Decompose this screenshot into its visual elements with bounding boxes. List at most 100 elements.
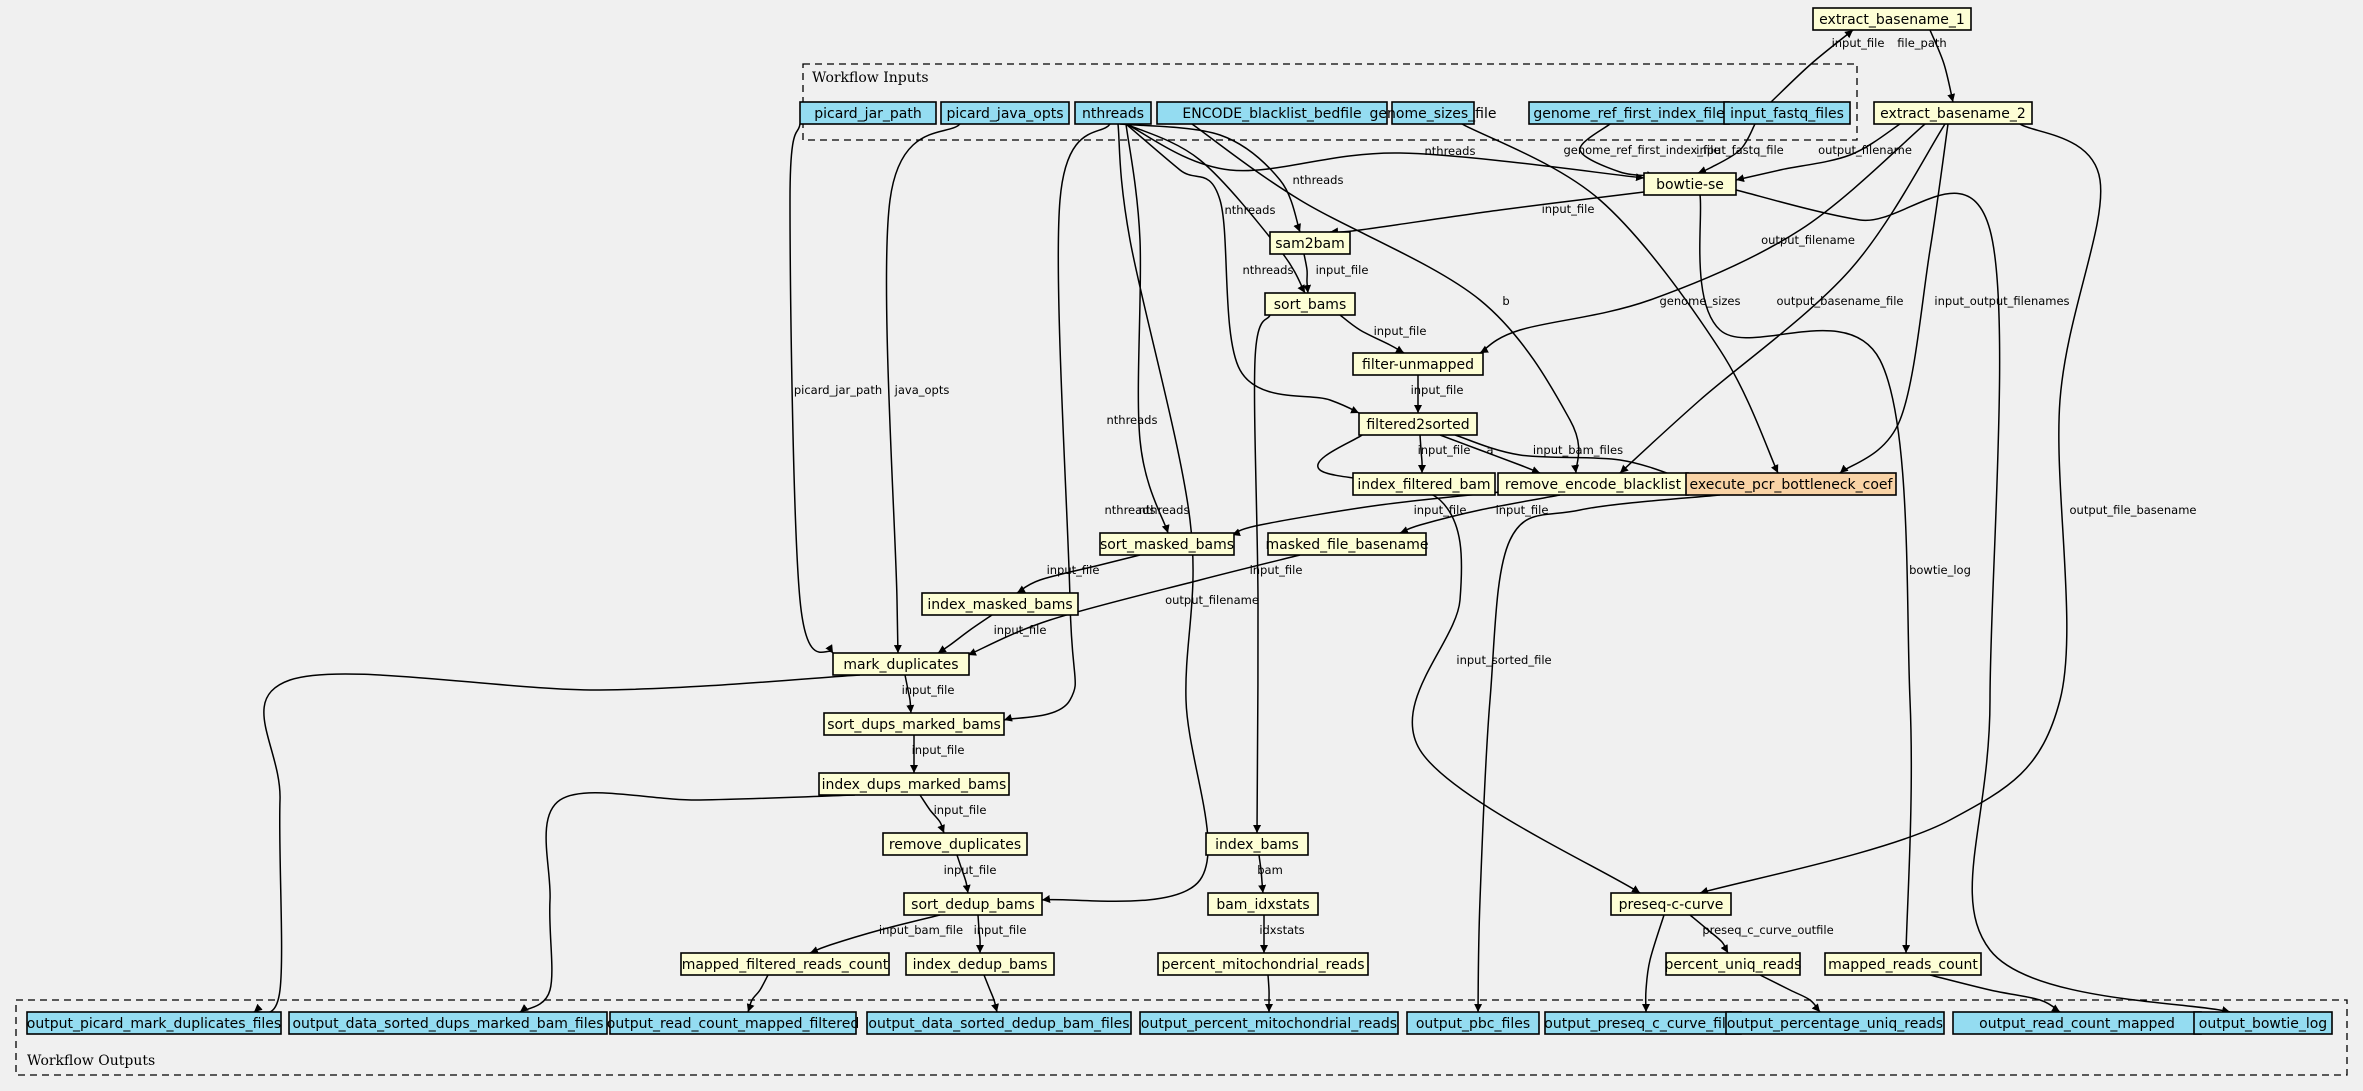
node-filter-unmapped[interactable]: filter-unmapped [1352, 352, 1484, 376]
node-extract-basename-2[interactable]: extract_basename_2 [1873, 101, 2033, 125]
node-box[interactable] [1157, 952, 1369, 976]
node-box[interactable] [903, 892, 1043, 916]
node-box[interactable] [2193, 1011, 2333, 1035]
node-box[interactable] [921, 592, 1079, 616]
edge-label: input_file [1496, 503, 1549, 517]
node-label: sort_dups_marked_bams [827, 717, 1001, 733]
node-box[interactable] [1610, 892, 1732, 916]
node-mark-duplicates[interactable]: mark_duplicates [832, 652, 970, 676]
edge-percent_uniq_reads-to-output_percentage_uniq_reads [1759, 974, 1821, 1013]
node-box[interactable] [609, 1011, 857, 1035]
edge-label: picard_jar_path [794, 383, 882, 397]
node-output-picard-mark-duplicates-files[interactable]: output_picard_mark_duplicates_files [26, 1011, 282, 1035]
node-execute-pcr-bottleneck-coef[interactable]: execute_pcr_bottleneck_coef [1685, 472, 1897, 496]
node-box[interactable] [905, 952, 1055, 976]
node-bowtie-se[interactable]: bowtie-se [1643, 172, 1737, 196]
node-index-masked-bams[interactable]: index_masked_bams [921, 592, 1079, 616]
node-box[interactable] [1665, 952, 1801, 976]
node-box[interactable] [1358, 412, 1478, 436]
node-label: picard_java_opts [946, 106, 1063, 122]
node-output-read-count-mapped[interactable]: output_read_count_mapped [1952, 1011, 2202, 1035]
node-index-filtered-bam[interactable]: index_filtered_bam [1352, 472, 1496, 496]
node-remove-encode-blacklist[interactable]: remove_encode_blacklist [1497, 472, 1689, 496]
node-output-percent-mitochondrial-reads[interactable]: output_percent_mitochondrial_reads [1139, 1011, 1399, 1035]
node-label: sort_dedup_bams [911, 897, 1035, 913]
node-ENCODE-blacklist-bedfile[interactable]: ENCODE_blacklist_bedfile [1156, 101, 1388, 125]
edge-filtered2sorted-to-remove_encode_blacklist [1439, 434, 1541, 474]
node-picard-jar-path[interactable]: picard_jar_path [799, 101, 937, 125]
node-box[interactable] [1685, 472, 1897, 496]
node-percent-uniq-reads[interactable]: percent_uniq_reads [1665, 952, 1802, 976]
node-box[interactable] [940, 101, 1070, 125]
node-box[interactable] [680, 952, 890, 976]
node-box[interactable] [1269, 231, 1351, 255]
node-box[interactable] [1264, 292, 1356, 316]
node-box[interactable] [1099, 532, 1235, 556]
node-output-bowtie-log[interactable]: output_bowtie_log [2193, 1011, 2333, 1035]
edge-label: input_sorted_file [1456, 653, 1551, 667]
node-masked-file-basename[interactable]: masked_file_basename [1265, 532, 1429, 556]
node-box[interactable] [1207, 892, 1319, 916]
node-nthreads[interactable]: nthreads [1074, 101, 1152, 125]
node-extract-basename-1[interactable]: extract_basename_1 [1812, 7, 1972, 31]
node-genome-ref-first-index-file[interactable]: genome_ref_first_index_file [1528, 101, 1730, 125]
edge-mark_duplicates-to-sort_dups_marked_bams [904, 674, 915, 714]
node-sort-dups-marked-bams[interactable]: sort_dups_marked_bams [823, 712, 1005, 736]
node-sort-bams[interactable]: sort_bams [1264, 292, 1356, 316]
node-box[interactable] [1643, 172, 1737, 196]
node-box[interactable] [1352, 352, 1484, 376]
node-box[interactable] [1074, 101, 1152, 125]
node-preseq-c-curve[interactable]: preseq-c-curve [1610, 892, 1732, 916]
node-box[interactable] [882, 832, 1028, 856]
node-box[interactable] [832, 652, 970, 676]
edge-index_dups_marked_bams-to-output_data_sorted_dups_marked_bam_files [519, 792, 856, 1013]
node-label: index_filtered_bam [1357, 477, 1490, 493]
node-output-data-sorted-dups-marked-bam-files[interactable]: output_data_sorted_dups_marked_bam_files [288, 1011, 608, 1035]
node-mapped-filtered-reads-count[interactable]: mapped_filtered_reads_count [680, 952, 890, 976]
node-box[interactable] [818, 772, 1010, 796]
node-sam2bam[interactable]: sam2bam [1269, 231, 1351, 255]
node-output-percentage-uniq-reads[interactable]: output_percentage_uniq_reads [1725, 1011, 1945, 1035]
node-output-read-count-mapped-filtered[interactable]: output_read_count_mapped_filtered [607, 1011, 859, 1035]
node-box[interactable] [1723, 101, 1851, 125]
node-box[interactable] [1267, 532, 1427, 556]
node-box[interactable] [799, 101, 937, 125]
node-output-pbc-files[interactable]: output_pbc_files [1406, 1011, 1540, 1035]
node-box[interactable] [1139, 1011, 1399, 1035]
node-box[interactable] [288, 1011, 608, 1035]
edge-label: input_file [1411, 383, 1464, 397]
node-picard-java-opts[interactable]: picard_java_opts [940, 101, 1070, 125]
node-genome-sizes-file[interactable]: genome_sizes_file [1370, 101, 1497, 125]
node-box[interactable] [1156, 101, 1388, 125]
edge-nthreads-to-sort_masked_bams [1125, 123, 1170, 534]
node-box[interactable] [1812, 7, 1972, 31]
node-mapped-reads-count[interactable]: mapped_reads_count [1824, 952, 1982, 976]
edge-remove_encode_blacklist-to-masked_file_basename [1399, 494, 1561, 534]
node-remove-duplicates[interactable]: remove_duplicates [882, 832, 1028, 856]
node-box[interactable] [866, 1011, 1132, 1035]
node-output-data-sorted-dedup-bam-files[interactable]: output_data_sorted_dedup_bam_files [866, 1011, 1132, 1035]
node-box[interactable] [26, 1011, 282, 1035]
node-label: remove_encode_blacklist [1505, 477, 1682, 493]
node-index-bams[interactable]: index_bams [1205, 832, 1309, 856]
node-index-dups-marked-bams[interactable]: index_dups_marked_bams [818, 772, 1010, 796]
node-bam-idxstats[interactable]: bam_idxstats [1207, 892, 1319, 916]
node-box[interactable] [1873, 101, 2033, 125]
node-box[interactable] [1406, 1011, 1540, 1035]
node-sort-dedup-bams[interactable]: sort_dedup_bams [903, 892, 1043, 916]
node-box[interactable] [1391, 101, 1475, 125]
node-box[interactable] [1824, 952, 1982, 976]
node-input-fastq-files[interactable]: input_fastq_files [1723, 101, 1851, 125]
node-output-preseq-c-curve-files[interactable]: output_preseq_c_curve_files [1544, 1011, 1742, 1035]
node-sort-masked-bams[interactable]: sort_masked_bams [1099, 532, 1235, 556]
node-percent-mitochondrial-reads[interactable]: percent_mitochondrial_reads [1157, 952, 1369, 976]
node-box[interactable] [1725, 1011, 1945, 1035]
node-box[interactable] [823, 712, 1005, 736]
node-box[interactable] [1352, 472, 1496, 496]
node-filtered2sorted[interactable]: filtered2sorted [1358, 412, 1478, 436]
node-index-dedup-bams[interactable]: index_dedup_bams [905, 952, 1055, 976]
node-label: mapped_filtered_reads_count [682, 957, 889, 973]
node-label: extract_basename_2 [1880, 106, 2026, 122]
node-box[interactable] [1205, 832, 1309, 856]
